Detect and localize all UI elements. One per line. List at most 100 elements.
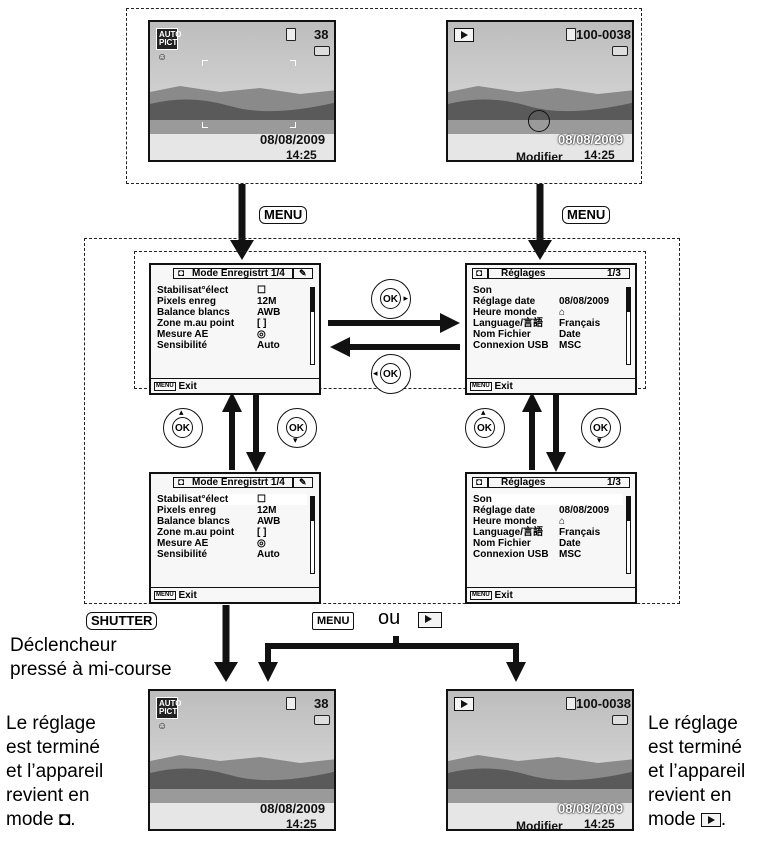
scrollbar [310, 496, 315, 574]
time-display: 14:25 [286, 817, 317, 831]
camera-icon: ◘ [476, 268, 483, 279]
playback-icon [454, 697, 474, 711]
time-display: 14:25 [286, 148, 317, 162]
exit-label: Exit [494, 381, 513, 392]
battery-icon [612, 46, 628, 56]
shutter-half-note: Déclencheur pressé à mi-course [10, 635, 172, 680]
setup-tab: Réglages 1/3 [488, 477, 630, 488]
camera-icon: ◘ [476, 477, 483, 488]
setup-tab: ✎ [293, 477, 313, 488]
time-display: 14:25 [584, 817, 615, 831]
menu-row[interactable]: Heure monde⌂ [473, 516, 566, 527]
setup-tab-title: Réglages [501, 477, 546, 488]
left-result-note: Le réglage est terminé et l’appareil rev… [6, 713, 104, 830]
menu-row[interactable]: Mesure AE◎ [157, 329, 266, 340]
memory-card-icon [286, 697, 296, 710]
menu-screens-group [84, 238, 680, 604]
rec-tab: ◘ Mode Enregistrt 1/4 [173, 268, 293, 279]
focus-frame-br [290, 122, 296, 128]
wrench-icon: ✎ [299, 477, 307, 487]
ok-up-button-icon: OK ▴ [163, 407, 203, 448]
rec-tab: ◘ [472, 477, 488, 488]
exit-label: Exit [494, 590, 513, 601]
focus-frame-tr [290, 60, 296, 66]
battery-icon [612, 715, 628, 725]
menu-key-icon: MENU [154, 590, 176, 600]
menu-row[interactable]: Heure monde⌂ [473, 307, 566, 318]
file-number: 100-0038 [576, 696, 631, 711]
auto-pict-badge: AUTO PICT [156, 28, 182, 50]
setup-tab: Réglages 1/3 [488, 268, 630, 279]
page-indicator: 1/3 [607, 268, 621, 279]
capture-screen-top: AUTO PICT ☺ 38 08/08/2009 14:25 [148, 20, 336, 162]
top-screens-group [126, 8, 642, 184]
focus-frame-tl [202, 60, 208, 66]
ok-up-button-icon: OK ▴ [465, 407, 505, 448]
menu-button-label-right: MENU [562, 206, 611, 224]
face-detect-icon: ☺ [157, 721, 168, 732]
rec-menu-panel-bottom: ◘ Mode Enregistrt 1/4 ✎ Stabilisat°élect… [149, 472, 321, 604]
playback-icon [454, 28, 474, 42]
menu-button-label-left: MENU [259, 206, 308, 224]
ok-down-button-icon: OK ▾ [581, 408, 621, 448]
menu-row[interactable]: Mesure AE◎ [157, 538, 266, 549]
setup-tab-title: Réglages [501, 268, 546, 279]
page-indicator: 1/3 [607, 477, 621, 488]
menu-row[interactable]: Stabilisat°élect☐ [157, 285, 266, 296]
four-way-controller-icon [528, 110, 550, 132]
auto-pict-badge: AUTO PICT [156, 697, 182, 719]
playback-screen-bottom: 100-0038 08/08/2009 Modifier 14:25 [446, 689, 634, 831]
file-number: 100-0038 [576, 27, 631, 42]
rec-menu-panel-top: ◘ Mode Enregistrt 1/4 ✎ Stabilisat°élect… [149, 263, 321, 395]
menu-key-icon: MENU [470, 590, 492, 600]
rec-tab: ◘ Mode Enregistrt 1/4 [173, 477, 293, 488]
exit-bar: MENU Exit [467, 378, 635, 393]
menu-key-icon: MENU [154, 381, 176, 391]
remaining-shots: 38 [314, 696, 329, 711]
date-display: 08/08/2009 [558, 132, 624, 147]
exit-bar: MENU Exit [151, 378, 319, 393]
camera-icon: ◘ [178, 477, 185, 488]
menu-row-selected[interactable]: Son [473, 494, 623, 505]
rec-tab: ◘ [472, 268, 488, 279]
beach-photo [448, 691, 632, 829]
menu-row[interactable]: Zone m.au point[ ] [157, 527, 267, 538]
date-display: 08/08/2009 [558, 801, 624, 816]
playback-screen-top: 100-0038 08/08/2009 Modifier 14:25 [446, 20, 634, 162]
or-label: ou [378, 607, 401, 629]
camera-mode-icon: ◘ [58, 809, 71, 830]
battery-icon [314, 46, 330, 56]
date-display: 08/08/2009 [260, 801, 326, 816]
date-display: 08/08/2009 [260, 132, 326, 147]
beach-photo [150, 691, 334, 829]
rec-tab-title: Mode Enregistrt 1/4 [192, 268, 285, 279]
wrench-icon: ✎ [299, 268, 307, 278]
playback-mode-icon [700, 812, 721, 827]
remaining-shots: 38 [314, 27, 329, 42]
time-display: 14:25 [584, 148, 615, 162]
scrollbar [626, 496, 631, 574]
ok-right-button-icon: OK ▸ [371, 279, 411, 319]
exit-bar: MENU Exit [151, 587, 319, 602]
menu-row[interactable]: Son [473, 285, 492, 296]
menu-row[interactable]: Zone m.au point[ ] [157, 318, 267, 329]
menu-row-selected[interactable]: Stabilisat°élect☐ [157, 494, 307, 505]
setup-tab: ✎ [293, 268, 313, 279]
